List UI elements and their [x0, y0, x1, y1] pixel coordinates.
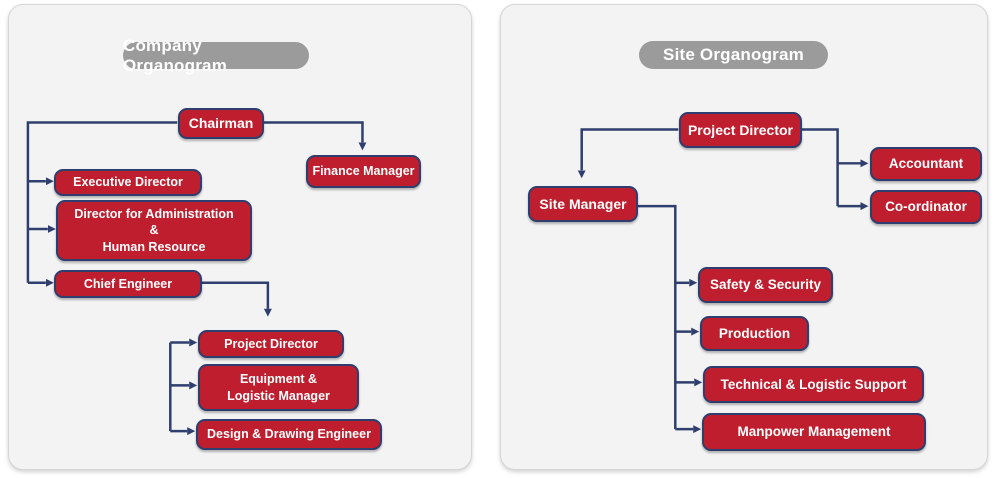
- node-project-director: Project Director: [198, 330, 344, 358]
- connector-projdir-right-trunk: [800, 128, 839, 207]
- node-safety-security: Safety & Security: [698, 267, 833, 303]
- node-coordinator: Co-ordinator: [870, 190, 982, 224]
- node-site-project-director: Project Director: [679, 112, 802, 148]
- node-finance-manager: Finance Manager: [306, 155, 421, 188]
- site-organogram-panel: Site Organogram Project Director Site Ma…: [500, 4, 988, 470]
- node-chairman: Chairman: [178, 108, 264, 139]
- node-director-admin-hr: Director for Administration & Human Reso…: [56, 200, 252, 261]
- company-organogram-panel: Company Organogram Chairman Finance Mana…: [8, 4, 472, 470]
- connector-site-manager-trunk: [637, 204, 677, 430]
- connector-projdir-to-site-manager: [577, 128, 679, 179]
- node-manpower-management: Manpower Management: [702, 413, 926, 451]
- node-design-drawing-engineer: Design & Drawing Engineer: [196, 419, 382, 450]
- company-organogram-title: Company Organogram: [123, 36, 309, 75]
- node-site-manager: Site Manager: [528, 186, 638, 222]
- site-organogram-title: Site Organogram: [639, 41, 828, 69]
- node-chief-engineer: Chief Engineer: [54, 270, 202, 298]
- node-technical-logistic-support: Technical & Logistic Support: [703, 366, 924, 403]
- node-accountant: Accountant: [870, 147, 982, 181]
- connector-chairman-to-finance-manager: [262, 121, 367, 151]
- connector-chief-engineer-down: [201, 281, 272, 317]
- node-production: Production: [700, 316, 809, 351]
- node-equipment-logistic-manager: Equipment & Logistic Manager: [198, 364, 359, 411]
- node-executive-director: Executive Director: [54, 169, 202, 196]
